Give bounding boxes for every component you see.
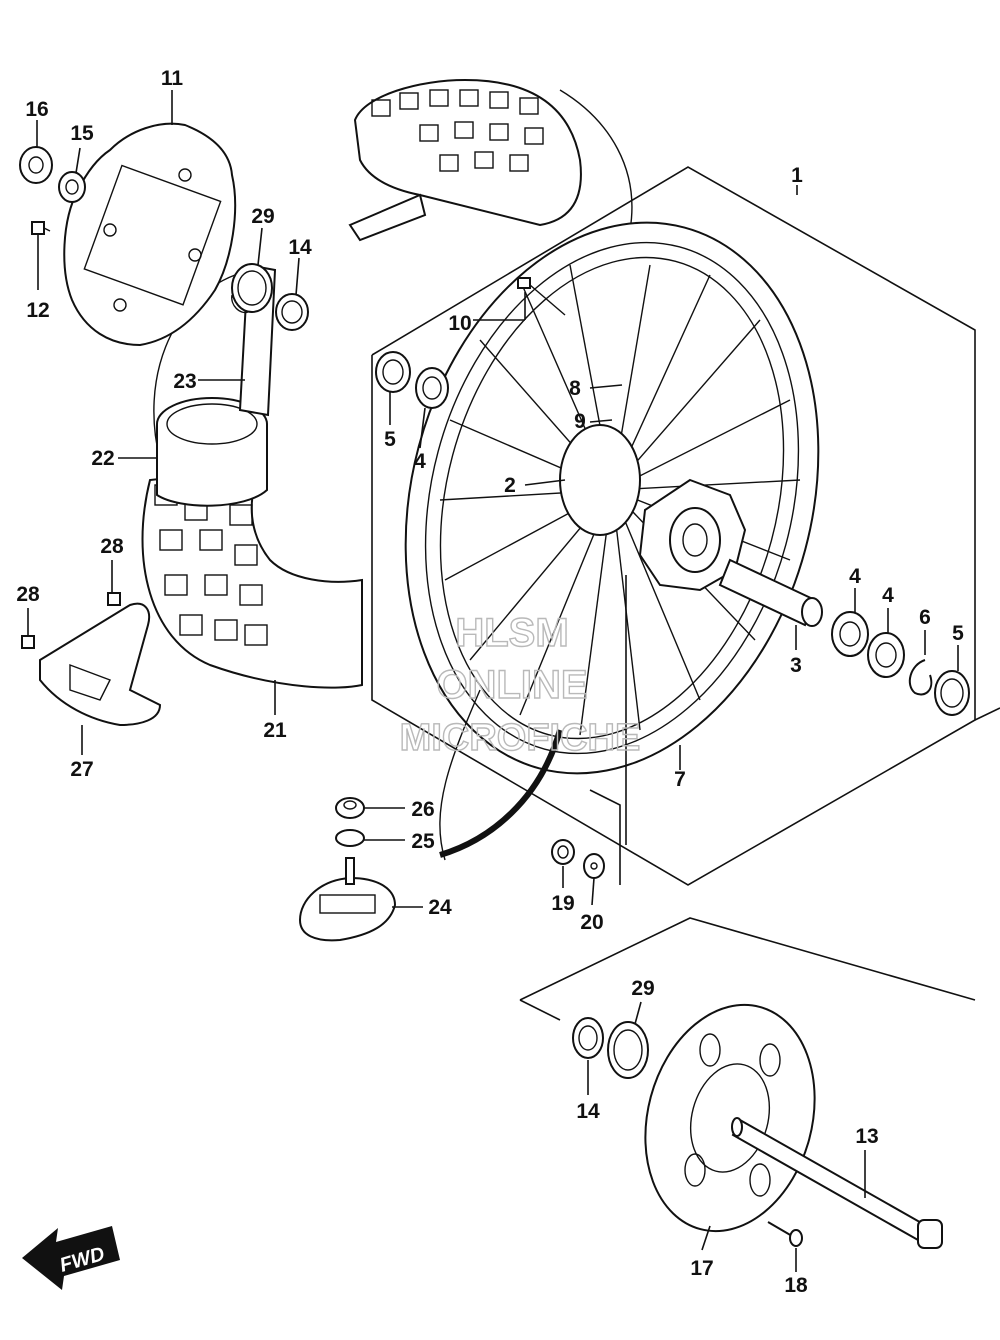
circlip-6 xyxy=(908,659,933,696)
callout-1: 1 xyxy=(791,164,803,187)
callout-26: 26 xyxy=(411,798,434,821)
bolt-12 xyxy=(31,221,51,235)
spacer-14-lower xyxy=(572,1017,604,1059)
brake-disc-11 xyxy=(63,122,237,347)
watermark-line-1: HLSM xyxy=(455,611,568,655)
callout-5-right: 5 xyxy=(952,622,964,645)
callout-29-top: 29 xyxy=(251,205,274,228)
callout-6: 6 xyxy=(919,606,931,629)
callout-4-left: 4 xyxy=(414,450,426,473)
callout-27: 27 xyxy=(70,758,93,781)
bolt-28b xyxy=(21,635,35,649)
assembly-box xyxy=(371,166,1000,886)
callout-9: 9 xyxy=(574,410,586,433)
callout-17: 17 xyxy=(690,1257,713,1280)
nut-26 xyxy=(335,797,365,819)
callout-14-lower: 14 xyxy=(576,1100,600,1123)
callout-11: 11 xyxy=(161,67,184,90)
callout-15: 15 xyxy=(70,122,94,145)
callout-10: 10 xyxy=(448,312,471,335)
wheel-assembly xyxy=(404,221,820,861)
callout-4-right-b: 4 xyxy=(882,584,894,607)
callout-7: 7 xyxy=(674,768,686,791)
spacer-19 xyxy=(551,839,575,865)
dust-seal-5-right xyxy=(934,670,970,716)
washer-15 xyxy=(58,171,86,203)
washer-20 xyxy=(583,853,605,879)
collar-29-top xyxy=(231,263,273,314)
nut-16 xyxy=(19,146,53,184)
callout-13: 13 xyxy=(855,1125,878,1148)
axle-sleeve-3 xyxy=(718,558,823,627)
callouts: 1 2 3 4 4 4 5 5 6 7 8 9 10 11 12 13 14 1… xyxy=(16,67,964,1297)
callout-25: 25 xyxy=(411,830,435,853)
callout-21: 21 xyxy=(263,719,287,742)
callout-5-left: 5 xyxy=(384,428,396,451)
callout-16: 16 xyxy=(25,98,48,121)
callout-28-a: 28 xyxy=(100,535,124,558)
watermark: HLSM ONLINE MICROFICHE xyxy=(399,610,641,759)
callout-22: 22 xyxy=(91,447,114,470)
tire-section-top xyxy=(348,78,633,242)
sprocket-guard-27 xyxy=(39,602,162,727)
callout-8: 8 xyxy=(569,377,581,400)
sprocket-17 xyxy=(644,1003,816,1233)
callout-24: 24 xyxy=(428,896,452,919)
callout-12: 12 xyxy=(26,299,49,322)
collar-29-lower xyxy=(607,1021,649,1079)
callout-28-b: 28 xyxy=(16,583,40,606)
callout-14-top: 14 xyxy=(288,236,312,259)
leader-lines xyxy=(27,90,959,1272)
callout-4-right-a: 4 xyxy=(849,565,861,588)
bearing-4a xyxy=(831,611,869,657)
bolt-28a xyxy=(107,592,121,606)
callout-18: 18 xyxy=(784,1274,808,1297)
callout-20: 20 xyxy=(580,911,603,934)
washer-25 xyxy=(335,829,365,847)
rim-band-22 xyxy=(156,397,268,507)
fwd-arrow-icon: FWD xyxy=(22,1226,120,1290)
callout-3: 3 xyxy=(790,654,802,677)
spoke-nipple-10 xyxy=(517,277,566,316)
spacer-14-top xyxy=(275,293,309,331)
callout-19: 19 xyxy=(551,892,574,915)
watermark-line-2: ONLINE xyxy=(436,663,587,707)
watermark-line-3: MICROFICHE xyxy=(400,717,641,759)
callout-2: 2 xyxy=(504,474,516,497)
rim-lock-24 xyxy=(298,857,397,942)
axle-group-lines xyxy=(519,575,976,1021)
bearing-4b xyxy=(867,632,905,678)
dust-seal-5-left xyxy=(375,351,411,393)
callout-23: 23 xyxy=(173,370,196,393)
callout-29-lower: 29 xyxy=(631,977,654,1000)
axle-13 xyxy=(731,1117,943,1249)
bolt-18 xyxy=(767,1221,803,1247)
bearing-4-left xyxy=(415,367,449,409)
